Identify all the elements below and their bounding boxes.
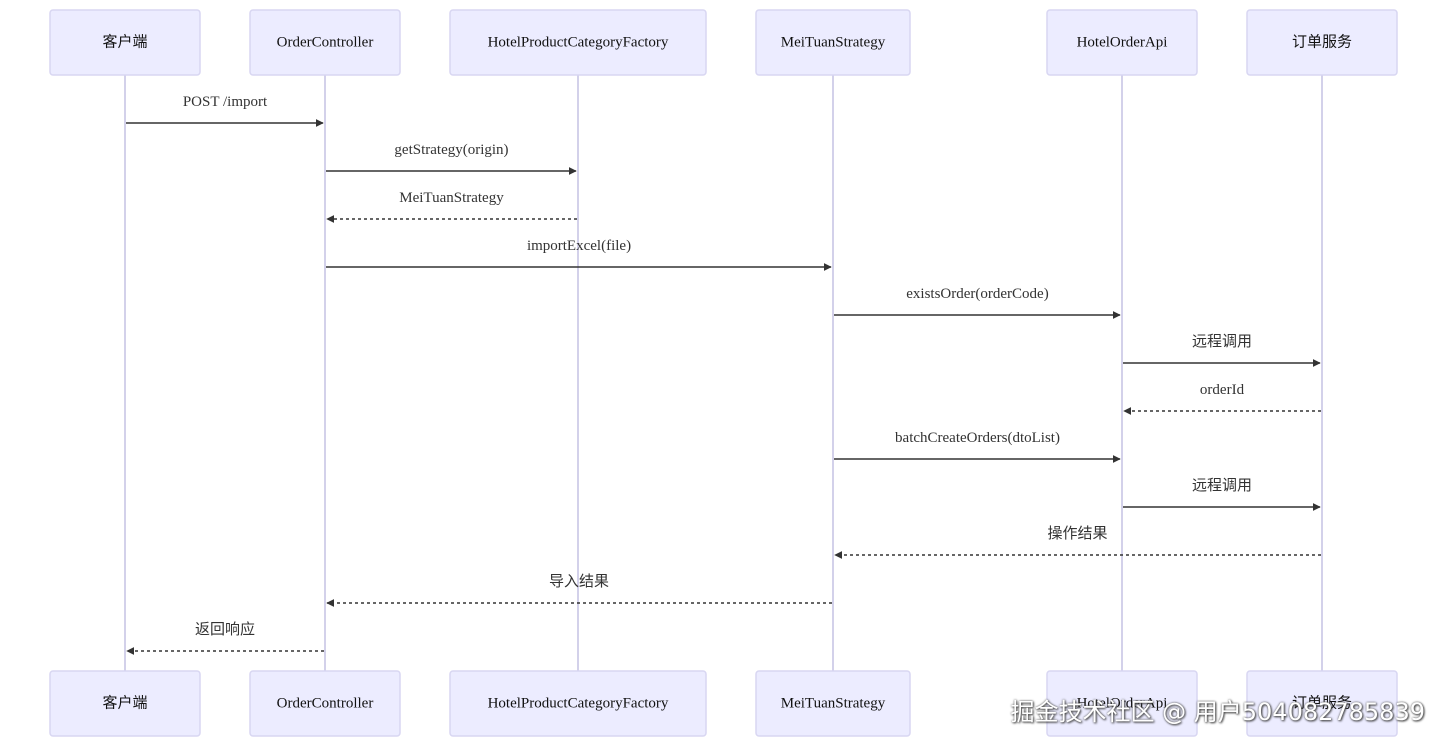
message-11: 导入结果 <box>326 573 832 607</box>
message-3: MeiTuanStrategy <box>326 190 577 223</box>
actor-box <box>755 9 911 76</box>
message-label: importExcel(file) <box>527 238 631 254</box>
actor-label: MeiTuanStrategy <box>781 34 886 50</box>
actor-box <box>49 670 201 737</box>
actor-factory-bottom: HotelProductCategoryFactory <box>449 670 707 737</box>
message-label: 远程调用 <box>1192 333 1252 350</box>
message-9: 远程调用 <box>1123 477 1321 511</box>
actor-box <box>1246 670 1398 737</box>
message-8: batchCreateOrders(dtoList) <box>834 430 1121 463</box>
actor-label: HotelProductCategoryFactory <box>488 34 669 50</box>
message-1: POST /import <box>126 94 324 127</box>
actor-box <box>1046 9 1198 76</box>
message-10: 操作结果 <box>834 525 1321 559</box>
actor-label: 订单服务 <box>1292 694 1352 711</box>
message-6: 远程调用 <box>1123 333 1321 367</box>
actor-client-top: 客户端 <box>49 9 201 76</box>
watermark-text: 掘金技术社区 @ 用户504082785839 <box>1010 698 1426 726</box>
message-label: 远程调用 <box>1192 477 1252 494</box>
message-4: importExcel(file) <box>326 238 832 271</box>
actor-controller-top: OrderController <box>249 9 401 76</box>
actor-label: OrderController <box>277 695 374 711</box>
actor-label: HotelProductCategoryFactory <box>488 695 669 711</box>
actor-label: 客户端 <box>102 33 147 50</box>
message-label: batchCreateOrders(dtoList) <box>895 430 1060 446</box>
actor-factory-top: HotelProductCategoryFactory <box>449 9 707 76</box>
message-label: 返回响应 <box>195 620 255 638</box>
actor-label: HotelOrderApi <box>1077 34 1168 50</box>
actor-service-bottom: 订单服务 <box>1246 670 1398 737</box>
actor-box <box>1246 9 1398 76</box>
message-12: 返回响应 <box>126 620 324 655</box>
actor-service-top: 订单服务 <box>1246 9 1398 76</box>
actor-strategy-top: MeiTuanStrategy <box>755 9 911 76</box>
actor-label: HotelOrderApi <box>1077 695 1168 711</box>
message-label: existsOrder(orderCode) <box>906 286 1048 302</box>
actor-box <box>449 670 707 737</box>
actor-label: OrderController <box>277 34 374 50</box>
message-5: existsOrder(orderCode) <box>834 286 1121 319</box>
actor-box <box>755 670 911 737</box>
actor-strategy-bottom: MeiTuanStrategy <box>755 670 911 737</box>
actor-client-bottom: 客户端 <box>49 670 201 737</box>
actor-box <box>1046 670 1198 737</box>
actor-label: MeiTuanStrategy <box>781 695 886 711</box>
message-2: getStrategy(origin) <box>326 142 577 175</box>
actor-controller-bottom: OrderController <box>249 670 401 737</box>
actor-api-bottom: HotelOrderApi <box>1046 670 1198 737</box>
message-label: POST /import <box>183 94 268 110</box>
actor-box <box>449 9 707 76</box>
message-label: 导入结果 <box>549 573 609 590</box>
actor-box <box>249 670 401 737</box>
actor-api-top: HotelOrderApi <box>1046 9 1198 76</box>
actor-label: 客户端 <box>102 694 147 711</box>
message-label: getStrategy(origin) <box>394 142 508 158</box>
actor-box <box>49 9 201 76</box>
actor-box <box>249 9 401 76</box>
message-label: MeiTuanStrategy <box>399 190 504 206</box>
message-label: orderId <box>1200 382 1245 398</box>
message-label: 操作结果 <box>1047 525 1107 542</box>
message-7: orderId <box>1123 382 1321 415</box>
actor-label: 订单服务 <box>1292 33 1352 50</box>
